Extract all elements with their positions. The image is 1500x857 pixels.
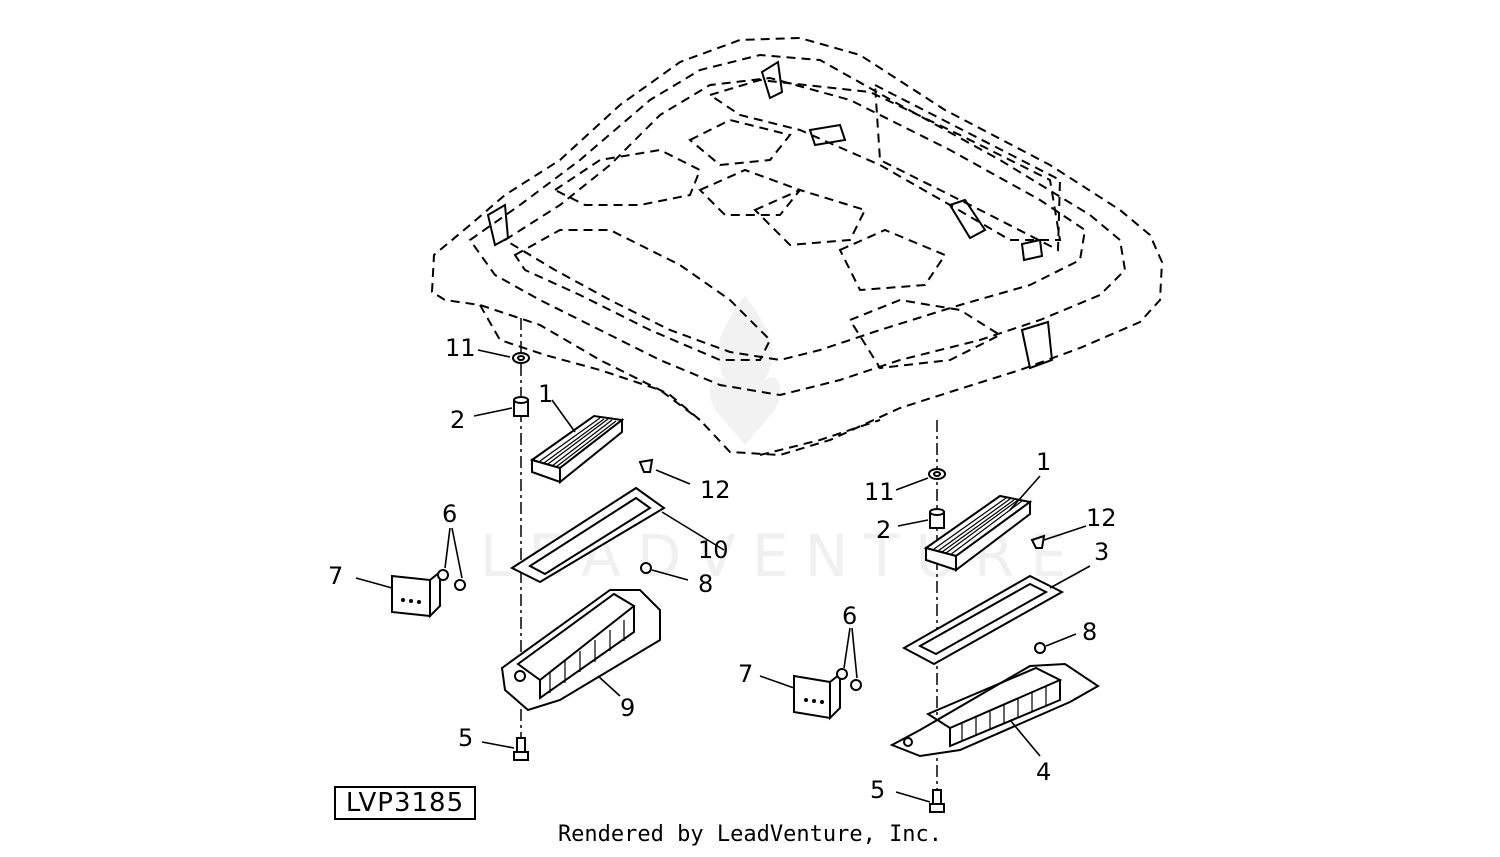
callout-11-left: 11 — [445, 334, 476, 362]
spacer-part-2-left — [513, 396, 529, 417]
callout-9-left: 9 — [620, 694, 635, 722]
callout-6-right: 6 — [842, 602, 857, 630]
screw-part-6a-right — [836, 668, 848, 680]
callout-10-left: 10 — [698, 536, 729, 564]
bolt-part-5-right — [929, 789, 945, 813]
callout-8-left: 8 — [698, 570, 713, 598]
callout-1-right: 1 — [1036, 448, 1051, 476]
callouts-left: 11 2 1 12 10 6 7 8 9 5 — [328, 334, 731, 752]
render-credit-footer: Rendered by LeadVenture, Inc. — [557, 822, 943, 847]
fastener-part-8-left — [640, 562, 652, 574]
bracket-part-7-left — [391, 569, 441, 619]
screw-part-6b-left — [454, 579, 466, 591]
callout-6-left: 6 — [442, 500, 457, 528]
callout-5-left: 5 — [458, 724, 473, 752]
callout-2-left: 2 — [450, 406, 465, 434]
callout-4-right: 4 — [1036, 758, 1051, 786]
washer-part-11-left — [512, 352, 530, 364]
filter-part-1-right — [923, 494, 1033, 573]
right-assembly — [759, 468, 1100, 813]
callout-1-left: 1 — [538, 380, 553, 408]
seal-part-3-right — [901, 574, 1065, 666]
filter-part-1-left — [529, 414, 625, 485]
callout-11-right: 11 — [864, 478, 895, 506]
housing-part-4-right — [889, 662, 1100, 758]
clip-part-12-right — [1030, 534, 1046, 549]
callout-2-right: 2 — [876, 516, 891, 544]
callouts-right: 11 2 1 12 3 6 7 8 4 5 — [738, 448, 1117, 804]
callout-7-left: 7 — [328, 562, 343, 590]
bolt-part-5-left — [513, 737, 529, 761]
callout-8-right: 8 — [1082, 618, 1097, 646]
callout-12-right: 12 — [1086, 504, 1117, 532]
callout-3-right: 3 — [1094, 538, 1109, 566]
left-assembly — [355, 349, 725, 761]
callout-12-left: 12 — [700, 476, 731, 504]
fastener-part-8-right — [1034, 642, 1046, 654]
cab-roof-outline — [430, 36, 1164, 457]
clip-part-12-left — [638, 458, 654, 473]
screw-part-6b-right — [850, 679, 862, 691]
screw-part-6a-left — [437, 569, 449, 581]
bracket-part-7-right — [793, 671, 841, 721]
seal-part-10-left — [509, 486, 666, 584]
housing-part-9-left — [500, 589, 661, 712]
washer-part-11-right — [928, 468, 946, 480]
spacer-part-2-right — [929, 508, 945, 529]
reference-code-label: LVP3185 — [334, 786, 476, 820]
callout-7-right: 7 — [738, 660, 753, 688]
callout-5-right: 5 — [870, 776, 885, 804]
